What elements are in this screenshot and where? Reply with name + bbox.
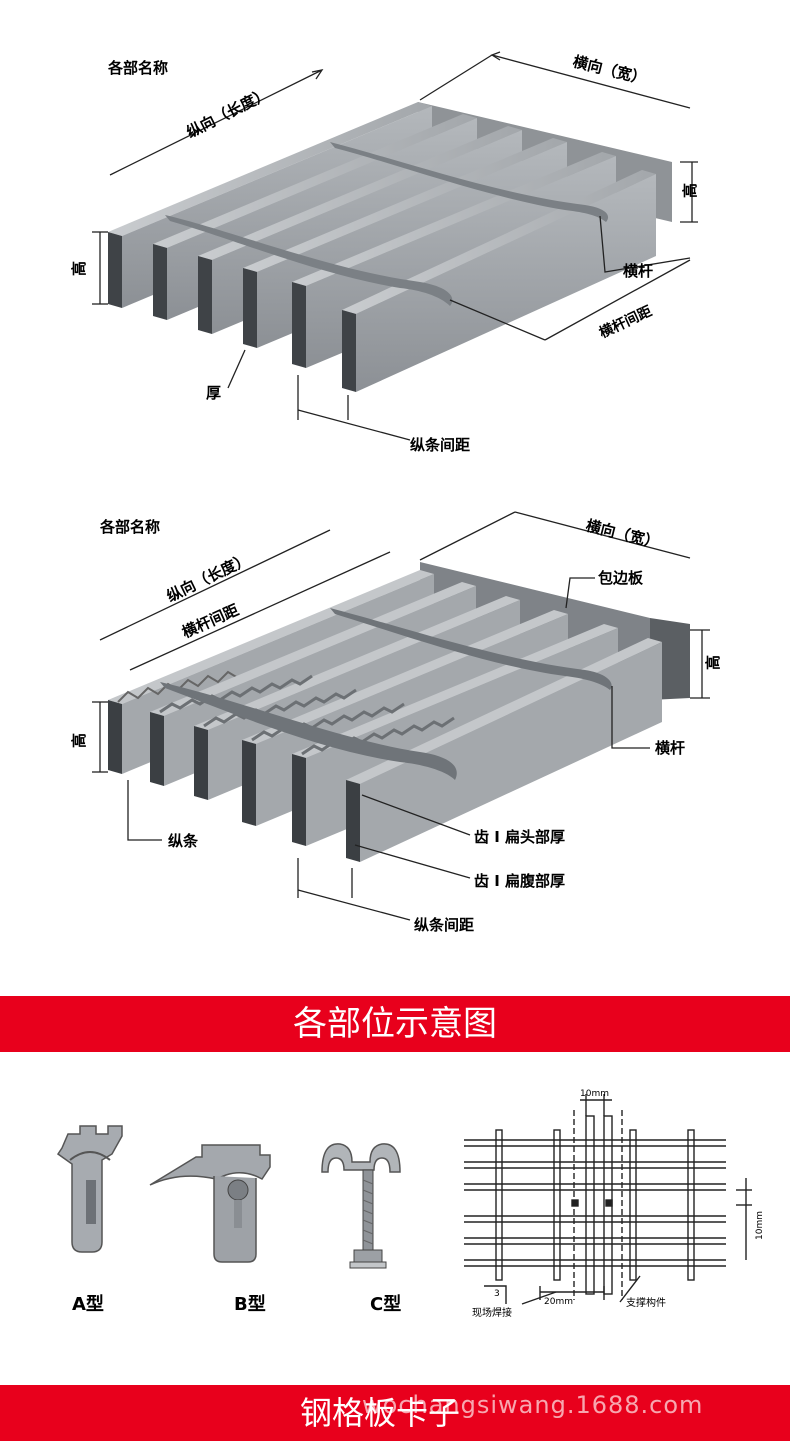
section-banner: 各部位示意图 [0,996,790,1052]
right-dimension: 10mm [755,1211,765,1240]
crossbar-twisted [160,682,457,780]
edge-plate-label: 包边板 [598,569,644,587]
height-right-label: 高 [681,183,699,198]
crossbar-label: 横杆 [655,739,685,757]
tooth-web-label: 齿 I 扁腹部厚 [474,872,565,890]
crossbar-spacing-label: 横杆间距 [179,601,241,642]
height-left-label: 高 [70,733,88,748]
watermark: wochangsiwang.1688.com [362,1391,704,1419]
width-label: 横向（宽） [571,52,648,88]
diagram1-title: 各部名称 [107,59,168,77]
weld-number: 3 [494,1289,500,1299]
clip-a-label: A型 [72,1293,104,1315]
thickness-label: 厚 [206,384,221,402]
height-right-label: 高 [704,655,722,670]
bar-spacing-label: 纵条间距 [414,916,474,934]
crossbar-twisted-rear [330,608,612,690]
length-label: 纵向（长度） [164,550,253,606]
clip-banner: 钢格板卡子 wochangsiwang.1688.com [0,1385,790,1441]
bottom-dimension: 20mm [544,1297,573,1307]
clip-c-label: C型 [370,1293,401,1315]
crossbar-label: 横杆 [623,262,653,280]
clip-b-label: B型 [234,1293,266,1315]
bar-spacing-label: 纵条间距 [410,436,470,454]
support-label: 支撑构件 [626,1296,666,1309]
crossbar-twisted-rear [330,142,609,222]
weld-label: 现场焊接 [472,1306,512,1319]
diagram2-title: 各部名称 [99,518,160,536]
clip-a-image [56,1125,123,1253]
clip-c-image [321,1143,401,1269]
length-label: 纵向（长度） [184,85,272,142]
bearing-bars [108,102,656,392]
top-dimension: 10mm [580,1089,609,1099]
crossbar-twisted [165,215,453,306]
bearing-bar-label: 纵条 [168,832,199,850]
width-label: 横向（宽） [584,516,661,552]
clip-photos: A型 B型 C型 10mm 10mm 20mm 3 现场焊接 支撑构件 [56,1089,765,1319]
grating-diagram-serrated: 各部名称 纵向（长度） 横向（宽） 横杆间距 包边板 高 高 横杆 纵条 齿 I… [70,511,722,934]
height-left-label: 高 [70,261,88,276]
crossbar-spacing-label: 横杆间距 [597,303,655,342]
tooth-head-label: 齿 I 扁头部厚 [474,828,565,846]
clip-banner-title: 钢格板卡子 [300,1394,461,1432]
install-drawing [464,1094,752,1305]
clip-b-image [149,1144,271,1263]
grating-diagram-plain: 各部名称 纵向（长度） 横向（宽） 高 高 横杆 横杆间距 厚 纵条间距 [70,51,699,454]
